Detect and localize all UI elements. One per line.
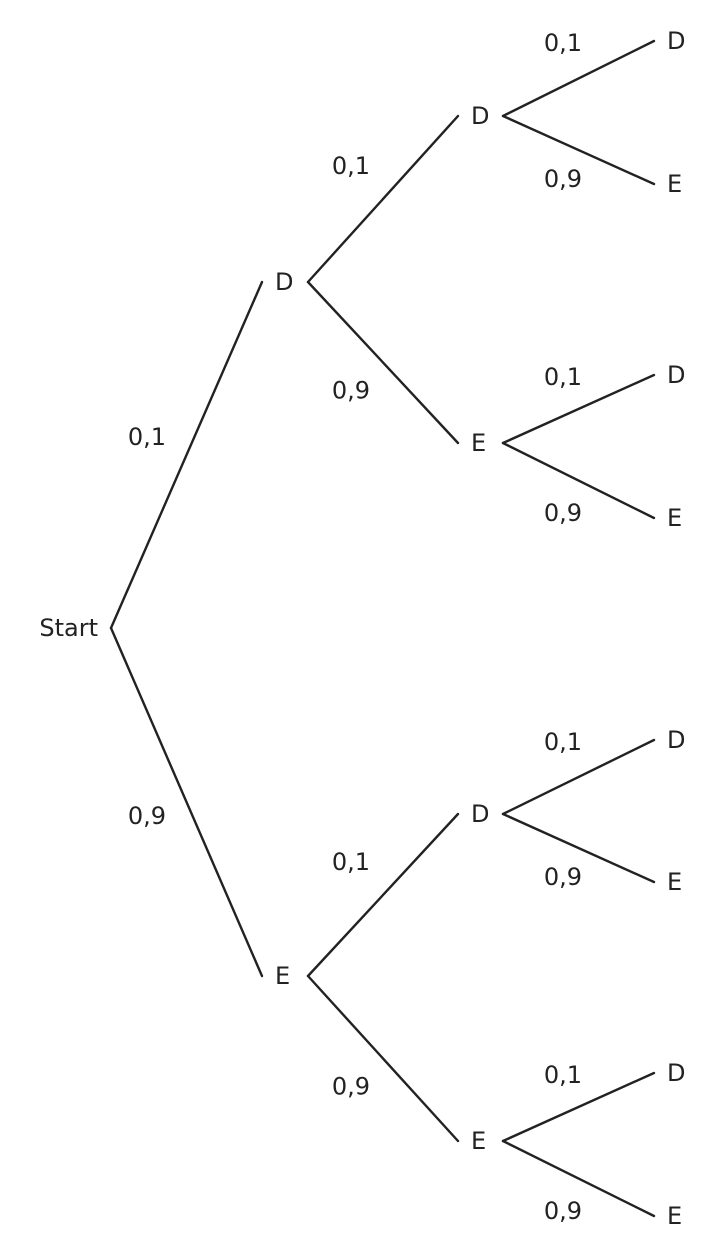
node-l2-1-1: E — [471, 1127, 486, 1155]
edge-l3-1-0-1 — [501, 812, 656, 884]
node-l1-1: E — [275, 962, 290, 990]
prob-l3-1-1-0: 0,1 — [544, 1061, 582, 1089]
node-l1-0: D — [275, 268, 293, 296]
prob-l2-1-0: 0,1 — [332, 848, 370, 876]
prob-l2-0-0: 0,1 — [332, 152, 370, 180]
prob-l1-0: 0,1 — [128, 423, 166, 451]
root-label: Start — [39, 614, 98, 642]
edge-l3-1-1-0 — [501, 1071, 656, 1143]
prob-l3-0-1-1: 0,9 — [544, 499, 582, 527]
node-l3-1-1-1: E — [667, 1202, 682, 1230]
edge-l2-1-1 — [306, 974, 460, 1143]
prob-l2-1-1: 0,9 — [332, 1073, 370, 1101]
edge-l1-0 — [109, 280, 264, 630]
edge-l1-1 — [109, 626, 264, 978]
node-l3-1-0-0: D — [667, 726, 685, 754]
edge-l2-1-0 — [306, 812, 460, 978]
node-l2-1-0: D — [471, 800, 489, 828]
edge-l3-0-0-1 — [501, 114, 656, 186]
prob-l1-1: 0,9 — [128, 802, 166, 830]
edge-l2-0-0 — [306, 114, 460, 284]
prob-l3-0-0-0: 0,1 — [544, 29, 582, 57]
prob-l3-1-0-0: 0,1 — [544, 728, 582, 756]
node-l3-0-0-0: D — [667, 27, 685, 55]
node-l2-0-0: D — [471, 102, 489, 130]
edge-l3-1-1-1 — [501, 1139, 656, 1218]
edge-l3-0-1-0 — [501, 373, 656, 445]
prob-l3-1-0-1: 0,9 — [544, 863, 582, 891]
edge-l3-0-1-1 — [501, 441, 656, 520]
prob-l3-1-1-1: 0,9 — [544, 1197, 582, 1225]
node-l3-0-1-0: D — [667, 361, 685, 389]
node-l2-0-1: E — [471, 429, 486, 457]
edge-l3-1-0-0 — [501, 738, 656, 816]
node-l3-0-1-1: E — [667, 504, 682, 532]
prob-l3-0-1-0: 0,1 — [544, 363, 582, 391]
node-l3-1-0-1: E — [667, 868, 682, 896]
edge-l3-0-0-0 — [501, 39, 656, 118]
node-l3-1-1-0: D — [667, 1059, 685, 1087]
prob-l3-0-0-1: 0,9 — [544, 165, 582, 193]
tree-edges — [109, 39, 656, 1218]
prob-l2-0-1: 0,9 — [332, 377, 370, 405]
edge-l2-0-1 — [306, 280, 460, 445]
node-l3-0-0-1: E — [667, 170, 682, 198]
